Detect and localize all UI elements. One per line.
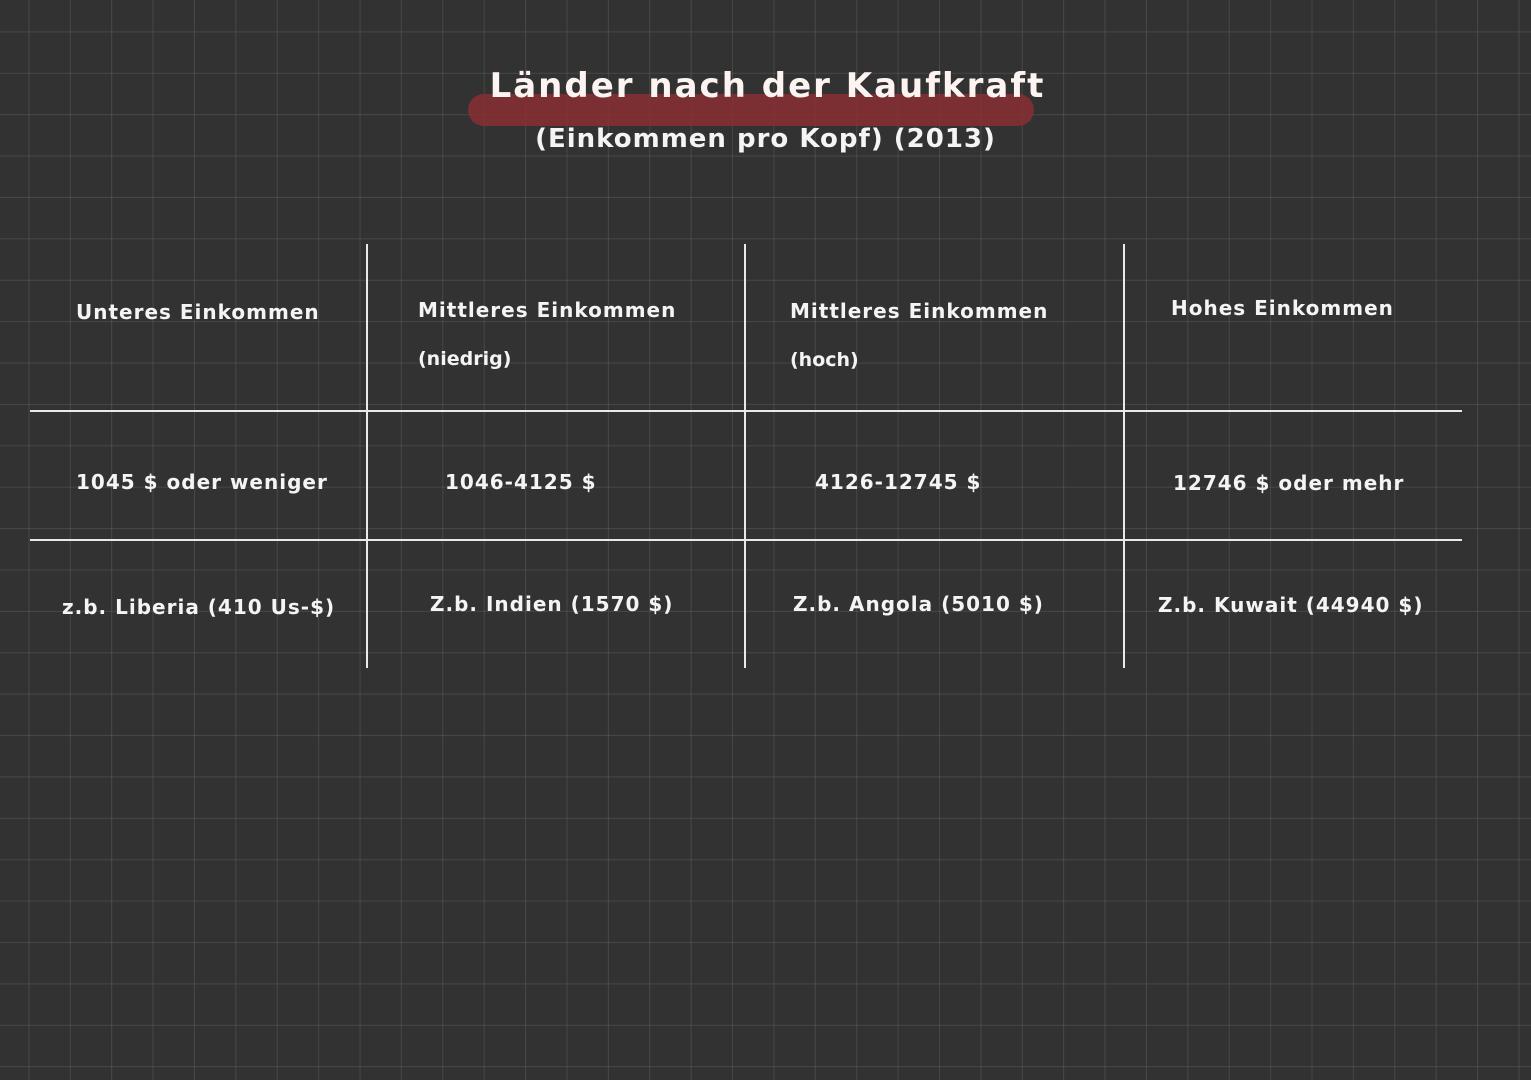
table-header-cell: Mittleres Einkommen: [418, 298, 677, 322]
page-title-text: Länder nach der Kaufkraft: [489, 66, 1046, 106]
table-header-subline: (niedrig): [418, 348, 512, 370]
table-header-cell: Unteres Einkommen: [76, 300, 320, 324]
title-highlight: [468, 94, 1034, 126]
table-divider-row: [30, 539, 1462, 541]
table-cell-example: Z.b. Kuwait (44940 $): [1158, 593, 1424, 617]
page-title: Länder nach der Kaufkraft: [0, 66, 1531, 106]
table-header-subline: (hoch): [790, 349, 859, 371]
page-subtitle: (Einkommen pro Kopf) (2013): [535, 124, 996, 154]
table-divider-header: [30, 410, 1462, 412]
table-cell-range: 12746 $ oder mehr: [1173, 471, 1405, 495]
table-cell-range: 1045 $ oder weniger: [76, 470, 328, 494]
table-cell-example: Z.b. Angola (5010 $): [793, 592, 1044, 616]
table-cell-example: z.b. Liberia (410 Us-$): [62, 595, 336, 619]
table-column-divider: [744, 244, 746, 668]
table-header-cell: Mittleres Einkommen: [790, 299, 1049, 323]
table-cell-range: 4126-12745 $: [815, 470, 982, 494]
table-cell-range: 1046-4125 $: [445, 470, 597, 494]
table-column-divider: [1123, 244, 1125, 668]
table-cell-example: Z.b. Indien (1570 $): [430, 592, 674, 616]
table-header-cell: Hohes Einkommen: [1171, 296, 1394, 320]
table-column-divider: [366, 244, 368, 668]
